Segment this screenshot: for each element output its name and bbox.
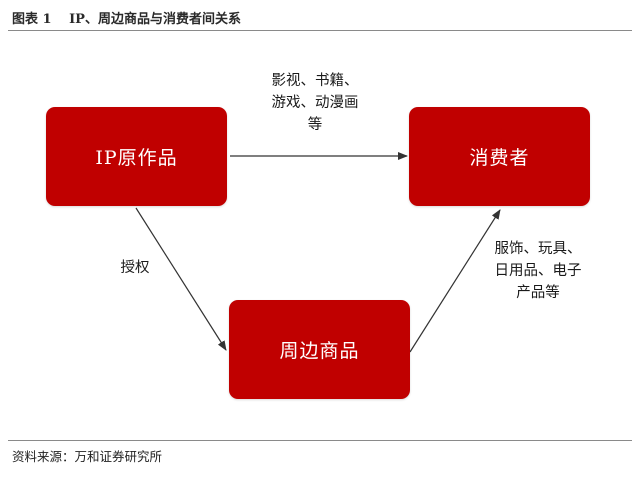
media-label-line: 影视、书籍、	[271, 73, 359, 89]
consumer-node: 消费者	[409, 107, 590, 206]
license-edge-label: 授权	[120, 260, 150, 276]
media-edge-label: 影视、书籍、 游戏、动漫画 等	[240, 70, 390, 136]
top-divider	[8, 30, 632, 31]
goods-label-line: 服饰、玩具、	[494, 241, 582, 257]
bottom-divider	[8, 440, 632, 441]
arrow-merch-to-consumer	[409, 209, 501, 353]
figure-title: 图表 1 IP、周边商品与消费者间关系	[12, 12, 241, 27]
merchandise-node: 周边商品	[229, 300, 410, 399]
goods-edge-label: 服饰、玩具、 日用品、电子 产品等	[468, 238, 608, 304]
source-note: 资料来源：万和证券研究所	[12, 449, 163, 464]
ip-original-node: IP原作品	[46, 107, 227, 206]
media-label-line: 等	[307, 117, 323, 133]
media-label-line: 游戏、动漫画	[271, 95, 359, 111]
goods-label-line: 产品等	[516, 285, 560, 301]
goods-label-line: 日用品、电子	[494, 263, 582, 279]
arrow-ip-to-merch	[135, 207, 227, 351]
